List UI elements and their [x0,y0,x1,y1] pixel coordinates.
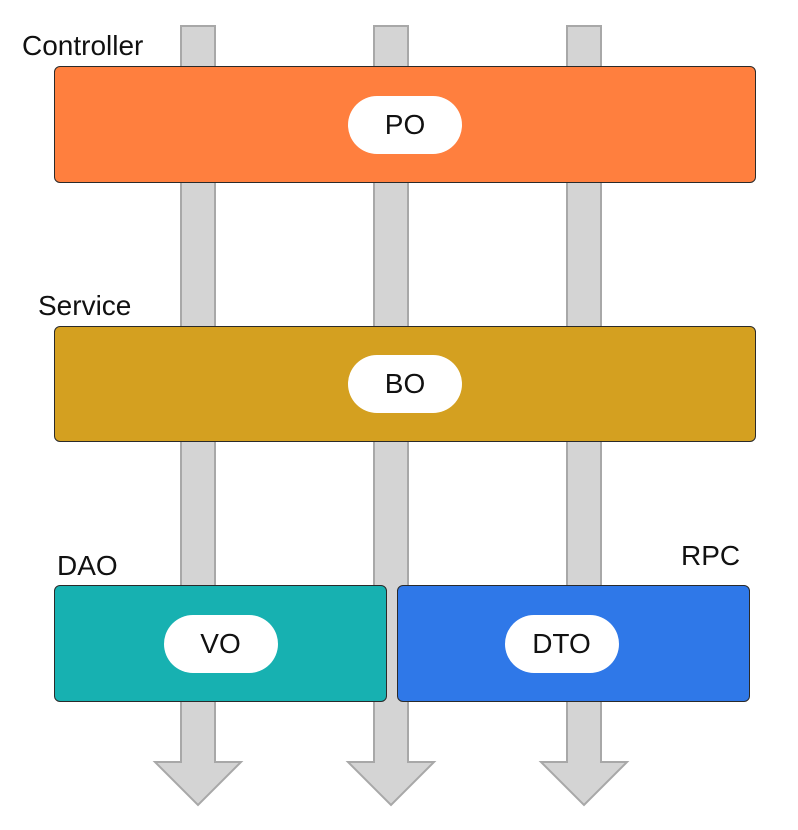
service-layer-label: Service [38,290,132,321]
controller-layer-label: Controller [22,30,144,61]
dao-layer-label: DAO [57,550,118,581]
dao-layer-box: VO [54,585,387,702]
service-layer-box: BO [54,326,756,442]
rpc-layer-box: DTO [397,585,750,702]
vo-object-pill: VO [163,614,278,673]
rpc-layer-label: RPC [681,540,741,571]
bo-object-pill: BO [348,355,462,413]
controller-layer-box: PO [54,66,756,183]
po-object-pill: PO [348,95,462,154]
dto-object-pill: DTO [504,614,619,673]
